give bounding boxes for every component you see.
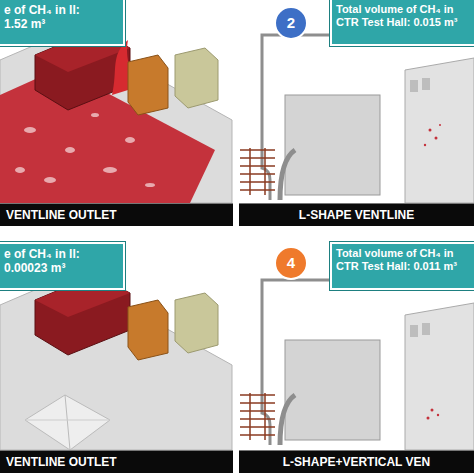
volume-callout: e of CH₄ in ll: 1.52 m³ — [0, 0, 125, 46]
case-title: L-SHAPE+VERTICAL VEN — [245, 455, 468, 469]
case-title: VENTLINE OUTLET — [6, 208, 227, 222]
callout-number: 4 — [287, 254, 295, 272]
volume-callout: e of CH₄ in ll: 0.00023 m³ — [0, 242, 125, 290]
case-title-bar: VENTLINE OUTLET — [0, 203, 233, 226]
case-number: 4 — [274, 246, 308, 280]
callout-number: 2 — [287, 14, 295, 32]
cfd-scene-2 — [240, 35, 474, 203]
case-title-bar: L-SHAPE+VERTICAL VEN — [239, 450, 474, 473]
volume-callout: Total volume of CH₄ in CTR Test Hall: 0.… — [330, 242, 474, 290]
volume-callout: Total volume of CH₄ in CTR Test Hall: 0.… — [330, 0, 474, 46]
volume-text: e of CH₄ in ll: 0.00023 m³ — [4, 247, 94, 276]
volume-text: Total volume of CH₄ in CTR Test Hall: 0.… — [336, 3, 474, 29]
cfd-scene-1 — [0, 30, 232, 203]
case-title: L-SHAPE VENTLINE — [245, 208, 468, 222]
cfd-scene-3 — [0, 275, 232, 450]
case-title-bar: L-SHAPE VENTLINE — [239, 203, 474, 226]
volume-text: e of CH₄ in ll: 1.52 m³ — [4, 3, 94, 32]
case-title-bar: VENTLINE OUTLET — [0, 450, 233, 473]
volume-text: Total volume of CH₄ in CTR Test Hall: 0.… — [336, 247, 474, 273]
case-number: 2 — [274, 6, 308, 40]
case-title: VENTLINE OUTLET — [6, 455, 227, 469]
